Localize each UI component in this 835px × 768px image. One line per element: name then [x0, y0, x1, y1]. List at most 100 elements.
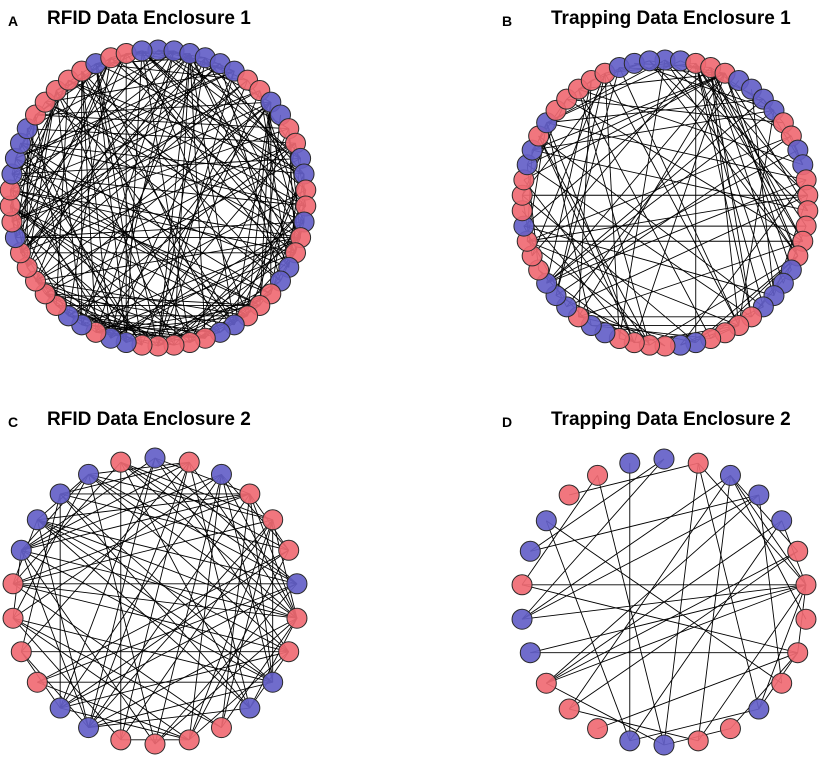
network-edge	[649, 60, 799, 257]
network-edge	[20, 57, 112, 253]
network-edge	[249, 618, 298, 709]
network-node-red	[719, 718, 741, 740]
network-edge	[538, 135, 650, 346]
network-edge	[12, 583, 222, 728]
network-node-blue	[653, 448, 675, 470]
network-edge	[12, 617, 122, 741]
network-edge	[157, 71, 235, 347]
network-node-blue	[10, 539, 32, 561]
network-edge	[36, 519, 89, 728]
network-edge	[188, 462, 251, 709]
network-edge	[555, 67, 620, 296]
network-edge	[189, 205, 307, 343]
network-edge	[35, 114, 69, 316]
network-edge	[20, 90, 57, 253]
network-edge	[546, 122, 807, 181]
network-edge	[120, 461, 298, 619]
network-edge	[188, 651, 290, 741]
network-edge	[188, 474, 222, 740]
network-node-blue	[26, 509, 48, 531]
network-edge	[697, 584, 807, 742]
network-edge	[21, 473, 222, 551]
network-node-blue	[748, 484, 770, 506]
nodes	[511, 448, 817, 756]
network-edge	[110, 57, 305, 175]
network-edge	[55, 90, 83, 325]
network-edge	[20, 63, 221, 254]
network-edge	[527, 135, 792, 242]
network-edge	[125, 50, 143, 343]
network-edge	[233, 102, 272, 325]
network-edge	[530, 458, 665, 552]
network-edge	[629, 520, 783, 742]
nodes	[2, 447, 308, 755]
network-node-red	[262, 509, 284, 531]
network-edge	[730, 475, 807, 620]
edges	[521, 458, 807, 746]
network-edge	[11, 221, 159, 347]
network-edge	[188, 550, 290, 741]
network-edge	[88, 457, 156, 728]
network-node-red	[110, 729, 132, 751]
network-node-blue	[78, 717, 100, 739]
network-edge	[546, 149, 799, 284]
network-edge	[10, 189, 260, 306]
network-node-red	[2, 573, 24, 595]
network-edge	[88, 461, 190, 728]
network-edge	[37, 681, 190, 741]
network-node-red	[587, 464, 609, 486]
network-edge	[37, 493, 250, 521]
network-edge	[546, 584, 807, 684]
network-edge	[521, 475, 598, 586]
network-edge	[566, 194, 808, 308]
network-edge	[26, 57, 112, 268]
network-node-red	[178, 729, 200, 751]
network-edge	[629, 708, 759, 742]
network-edge	[530, 494, 759, 552]
network-edge	[15, 53, 127, 238]
network-edge	[45, 70, 235, 103]
network-edge	[35, 142, 296, 282]
network-edge	[527, 194, 808, 242]
network-edge	[35, 101, 272, 282]
network-edge	[45, 293, 235, 326]
network-edge	[221, 617, 298, 728]
network-node-red	[587, 718, 609, 740]
network-node-red	[535, 672, 557, 694]
network-edge	[546, 60, 681, 124]
network-edge	[189, 53, 235, 325]
network-node-red	[2, 607, 24, 629]
network-edge	[11, 173, 260, 306]
network-edge	[157, 57, 206, 347]
network-edge	[26, 79, 248, 268]
network-node-red	[278, 641, 300, 663]
network-edge	[110, 101, 272, 339]
network-edge	[569, 708, 699, 742]
network-edge	[68, 142, 296, 317]
network-edge	[664, 59, 792, 137]
network-node-blue	[131, 40, 153, 62]
network-edge	[9, 189, 127, 343]
network-edge	[578, 88, 803, 166]
network-node-blue	[519, 642, 541, 664]
network-edge	[59, 457, 156, 709]
network-edge	[730, 652, 799, 729]
network-edge	[546, 550, 798, 684]
network-edge	[546, 110, 775, 284]
network-edge	[11, 173, 306, 207]
network-node-blue	[619, 452, 641, 474]
network-node-red	[144, 733, 166, 755]
nodes	[0, 39, 317, 357]
network-edge	[697, 463, 760, 710]
panel-letter: B	[502, 13, 513, 29]
network-edge	[141, 50, 191, 343]
network-edge	[526, 240, 666, 347]
network-edge	[55, 80, 69, 306]
network-edge	[81, 71, 112, 339]
network-node-blue	[653, 734, 675, 756]
network-edge	[141, 50, 248, 316]
network-node-blue	[639, 50, 661, 72]
network-edge	[20, 550, 89, 728]
network-edge	[695, 63, 807, 227]
